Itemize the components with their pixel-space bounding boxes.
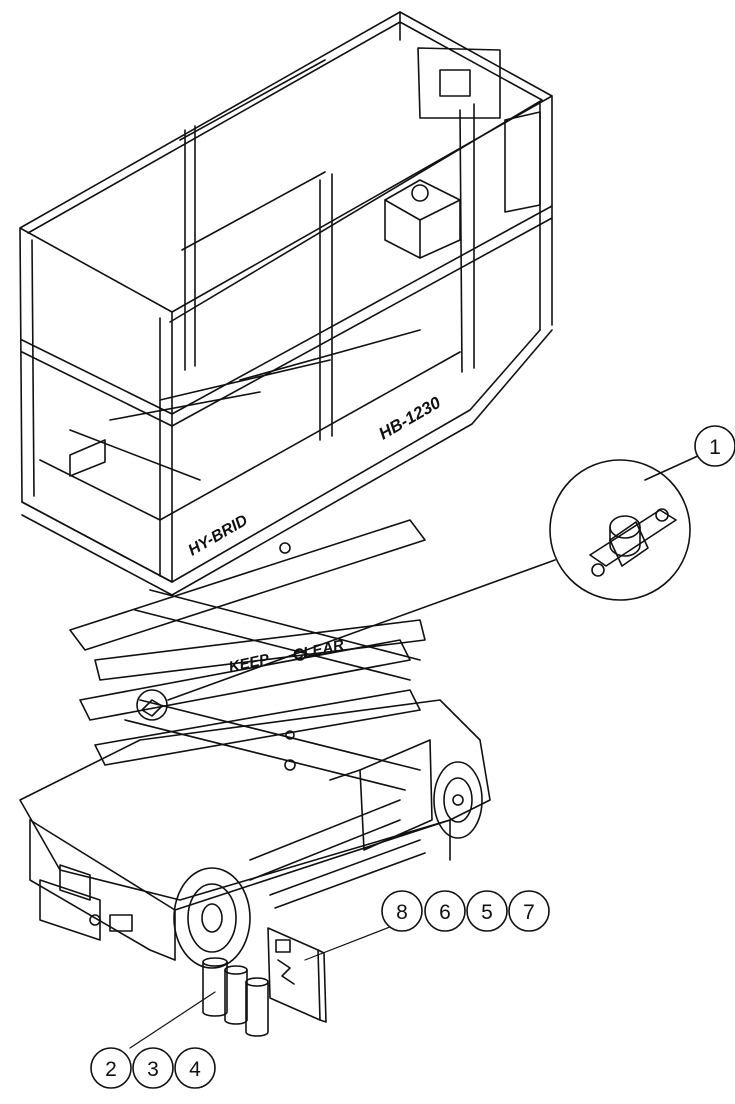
keep-decal: KEEP [227, 651, 271, 676]
scissor-stack [69, 519, 426, 791]
chassis-base [19, 699, 491, 961]
callout-7: 7 [508, 890, 550, 932]
front-wheel [173, 867, 251, 969]
callout-leaders [129, 924, 396, 1049]
callout-8: 8 [381, 890, 423, 932]
callout-3-label: 3 [147, 1058, 159, 1081]
bumper-pad-detail [167, 454, 701, 701]
clear-decal: CLEAR [291, 637, 345, 664]
callout-7-label: 7 [523, 901, 535, 924]
callout-3: 3 [132, 1047, 174, 1089]
platform-guardrail [19, 11, 553, 596]
callout-8-label: 8 [396, 901, 408, 924]
callout-6: 6 [424, 890, 466, 932]
callout-4: 4 [174, 1047, 216, 1089]
callout-4-label: 4 [189, 1058, 201, 1081]
callout-5: 5 [466, 890, 508, 932]
rear-wheel [433, 761, 483, 839]
callout-2-label: 2 [105, 1058, 117, 1081]
callout-2: 2 [90, 1047, 132, 1089]
brand-decal: HY-BRID [186, 512, 252, 560]
callout-5-label: 5 [481, 901, 493, 924]
callout-1: 1 [694, 425, 735, 467]
callout-1-label: 1 [709, 436, 721, 459]
callout-6-label: 6 [439, 901, 451, 924]
bumper-tubes [202, 957, 269, 1037]
model-decal: HB-1230 [376, 393, 445, 444]
decal-sheet [267, 927, 327, 1023]
